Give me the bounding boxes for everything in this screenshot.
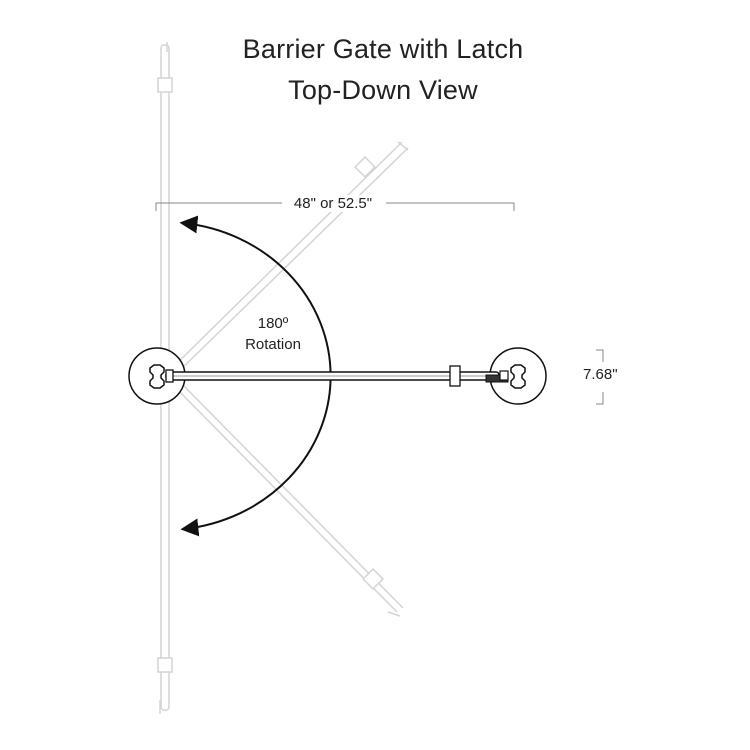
title-line-2: Top-Down View bbox=[288, 75, 478, 105]
depth-dimension-bracket bbox=[596, 349, 604, 405]
width-dimension-line bbox=[155, 202, 515, 211]
width-dimension-label: 48" or 52.5" bbox=[283, 195, 383, 212]
rotation-word-label: Rotation bbox=[245, 336, 301, 353]
hinge-post bbox=[128, 347, 186, 405]
ghost-gate-diagonal-lower bbox=[169, 377, 404, 617]
title-line-1: Barrier Gate with Latch bbox=[242, 34, 524, 64]
latch-mechanism bbox=[485, 370, 509, 383]
ghost-gate-diagonal-upper bbox=[167, 141, 409, 377]
rotation-degrees-label: 180º bbox=[257, 315, 289, 332]
depth-dimension-label: 7.68" bbox=[583, 366, 618, 383]
gate-panel-closed bbox=[165, 365, 500, 387]
